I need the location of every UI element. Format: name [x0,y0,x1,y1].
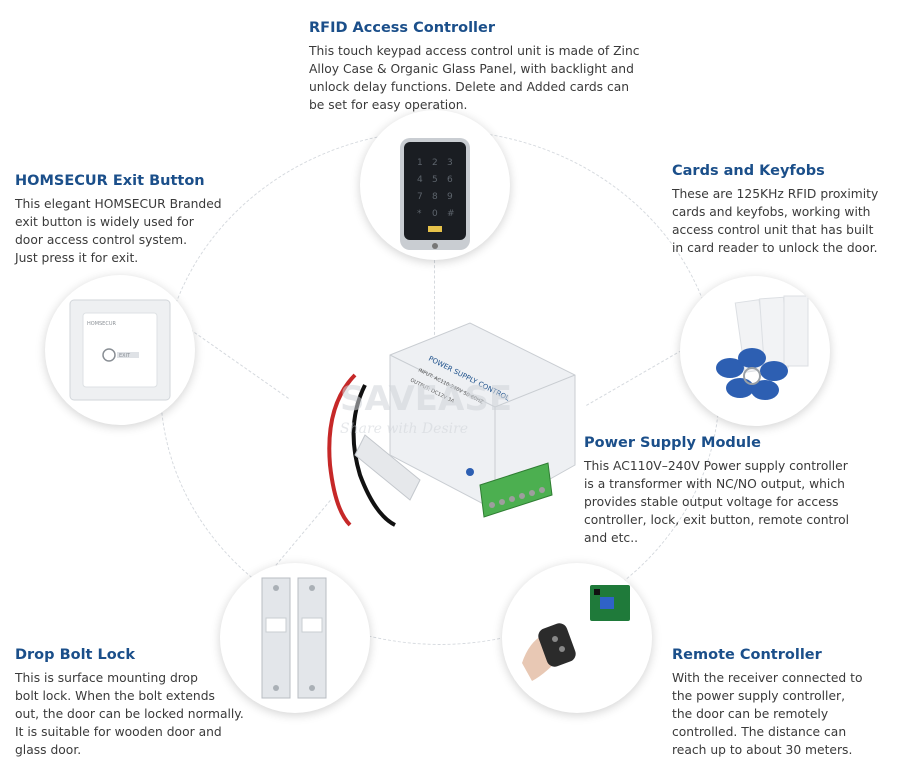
cards-title: Cards and Keyfobs [672,163,825,179]
remote-controller-image [502,563,652,713]
svg-text:0: 0 [432,209,438,219]
remote-title: Remote Controller [672,647,822,663]
exit-button-description: This elegant HOMSECUR Branded exit butto… [15,197,222,265]
remote-description: With the receiver connected to the power… [672,671,863,757]
drop-bolt-description: This is surface mounting drop bolt lock.… [15,671,244,757]
exit-button-title: HOMSECUR Exit Button [15,173,205,189]
svg-text:4: 4 [417,175,423,185]
drop-bolt-section: Drop Bolt Lock This is surface mounting … [15,647,265,759]
svg-text:#: # [447,209,455,219]
drop-bolt-title: Drop Bolt Lock [15,647,135,663]
cards-keyfobs-image [680,276,830,426]
rfid-title: RFID Access Controller [309,20,496,36]
power-supply-box-image: POWER SUPPLY CONTROL INPUT: AC110-240V 5… [310,315,580,540]
power-supply-description: This AC110V–240V Power supply controller… [584,459,850,545]
svg-text:3: 3 [447,158,453,168]
connector-line [434,255,435,340]
rfid-section: RFID Access Controller This touch keypad… [309,20,669,114]
exit-brand-label: HOMSECUR [87,321,116,327]
exit-button-image: HOMSECUR EXIT [45,275,195,425]
svg-text:7: 7 [417,192,423,202]
exit-button-section: HOMSECUR Exit Button This elegant HOMSEC… [15,173,255,267]
cards-description: These are 125KHz RFID proximity cards an… [672,187,879,255]
svg-text:6: 6 [447,175,453,185]
svg-text:9: 9 [447,192,453,202]
svg-text:5: 5 [432,175,438,185]
power-supply-section: Power Supply Module This AC110V–240V Pow… [584,435,884,547]
watermark-subtext: Share with Desire [340,421,468,437]
exit-label: EXIT [119,353,131,359]
svg-text:*: * [417,209,422,219]
svg-text:8: 8 [432,192,438,202]
watermark-text: SAVEASE [340,379,512,419]
svg-text:1: 1 [417,158,423,168]
rfid-description: This touch keypad access control unit is… [309,44,640,112]
drop-bolt-lock-image [220,563,370,713]
remote-section: Remote Controller With the receiver conn… [672,647,900,759]
svg-text:2: 2 [432,158,438,168]
power-supply-title: Power Supply Module [584,435,761,451]
cards-section: Cards and Keyfobs These are 125KHz RFID … [672,163,900,257]
